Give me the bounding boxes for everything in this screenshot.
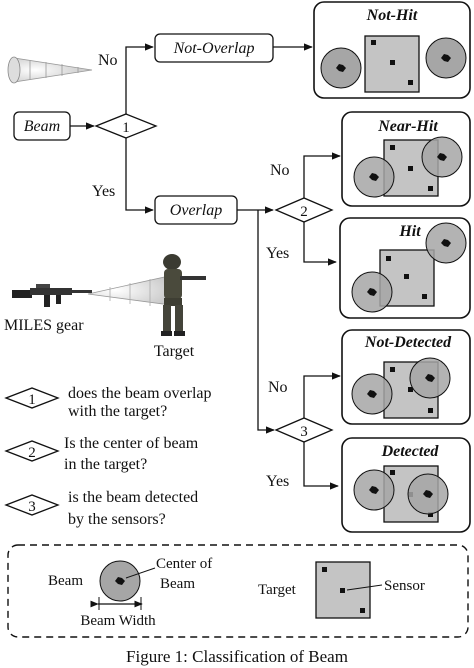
label-no-1: No (98, 52, 118, 69)
beam-center-icon (425, 374, 435, 382)
beam-center-icon (369, 486, 379, 494)
sensor-icon (404, 274, 409, 279)
outcome-detected-title: Detected (381, 443, 440, 460)
legend-box: Beam Center of Beam Beam Width Target Se… (7, 544, 469, 638)
decision-diamond-2 (274, 197, 334, 223)
question-3-number: 3 (28, 499, 36, 515)
sensor-icon (386, 256, 391, 261)
legend-sensor-icon (360, 608, 365, 613)
beam-center-icon (369, 173, 379, 181)
beam-box-label: Beam (24, 118, 60, 135)
question-1: 1 does the beam overlap with the target? (4, 385, 212, 420)
not-overlap-label: Not-Overlap (173, 40, 255, 57)
outcome-hit-title: Hit (398, 223, 421, 240)
legend-sensor-label: Sensor (384, 578, 425, 594)
sensor-icon (371, 40, 376, 45)
sensor-icon (408, 387, 413, 392)
legend-target-label: Target (258, 582, 297, 598)
question-diamond-1 (4, 387, 60, 409)
legend-beam-center-icon (115, 577, 125, 585)
decision-1-number: 1 (122, 120, 130, 136)
outcome-not-detected-title: Not-Detected (364, 334, 452, 351)
question-diamond-3 (4, 494, 60, 516)
outcome-detected: Detected (341, 437, 471, 533)
legend-beam-label: Beam (48, 573, 83, 589)
not-overlap-box (154, 33, 274, 63)
label-yes-3: Yes (266, 473, 289, 490)
question-2-line2: in the target? (64, 456, 147, 473)
question-3-line1: is the beam detected (68, 489, 198, 506)
figure-caption: Figure 1: Classification of Beam (126, 647, 348, 666)
sensor-icon (390, 470, 395, 475)
beam-center-icon (423, 490, 433, 498)
question-3-line2: by the sensors? (68, 511, 166, 528)
rifle-icon (12, 284, 92, 307)
soldier-icon (161, 254, 206, 336)
outcome-not-hit: Not-Hit (313, 1, 471, 99)
question-2: 2 Is the center of beam in the target? (4, 435, 199, 473)
sensor-icon (390, 60, 395, 65)
overlap-label: Overlap (170, 202, 222, 219)
sensor-icon (422, 294, 427, 299)
decision-3-number: 3 (300, 424, 308, 440)
legend-center-line2: Beam (160, 576, 195, 592)
label-no-2: No (270, 162, 290, 179)
legend-sensor-icon (322, 567, 327, 572)
question-2-number: 2 (28, 445, 36, 461)
legend-center-line1: Center of (156, 556, 212, 572)
legend-sensor-icon (340, 588, 345, 593)
decision-2-number: 2 (300, 204, 308, 220)
beam-center-icon (441, 239, 451, 247)
sensor-icon (428, 512, 433, 517)
sensor-icon (428, 408, 433, 413)
question-2-line1: Is the center of beam (64, 435, 199, 452)
label-yes-1: Yes (92, 183, 115, 200)
sensor-icon (408, 166, 413, 171)
label-no-3: No (268, 379, 288, 396)
outcome-not-detected: Not-Detected (341, 329, 471, 425)
outcome-not-hit-title: Not-Hit (366, 7, 418, 24)
question-1-line1: does the beam overlap (68, 385, 212, 402)
sensor-icon (390, 145, 395, 150)
sensor-icon (408, 80, 413, 85)
beam-center-icon (437, 153, 447, 161)
outcome-near-hit-title: Near-Hit (377, 118, 438, 135)
question-1-line2: with the target? (68, 403, 167, 420)
beam-center-icon (367, 390, 377, 398)
sensor-icon (428, 186, 433, 191)
sensor-icon (390, 367, 395, 372)
outcome-near-hit: Near-Hit (341, 111, 471, 207)
soldier-and-gear-illustration (12, 254, 206, 336)
question-diamond-2 (4, 440, 60, 462)
decision-diamond-3 (274, 417, 334, 443)
beam-center-icon (367, 288, 377, 296)
question-3: 3 is the beam detected by the sensors? (4, 489, 198, 528)
question-1-number: 1 (28, 392, 36, 408)
beam-center-icon (336, 64, 346, 72)
label-yes-2: Yes (266, 245, 289, 262)
decision-diamond-1 (94, 113, 158, 139)
legend-beam-width: Beam Width (80, 613, 156, 629)
outcome-hit: Hit (339, 217, 471, 319)
beam-center-icon (441, 54, 451, 62)
miles-gear-label: MILES gear (4, 317, 84, 334)
target-label: Target (154, 343, 195, 360)
beam-cone-icon (7, 56, 93, 84)
